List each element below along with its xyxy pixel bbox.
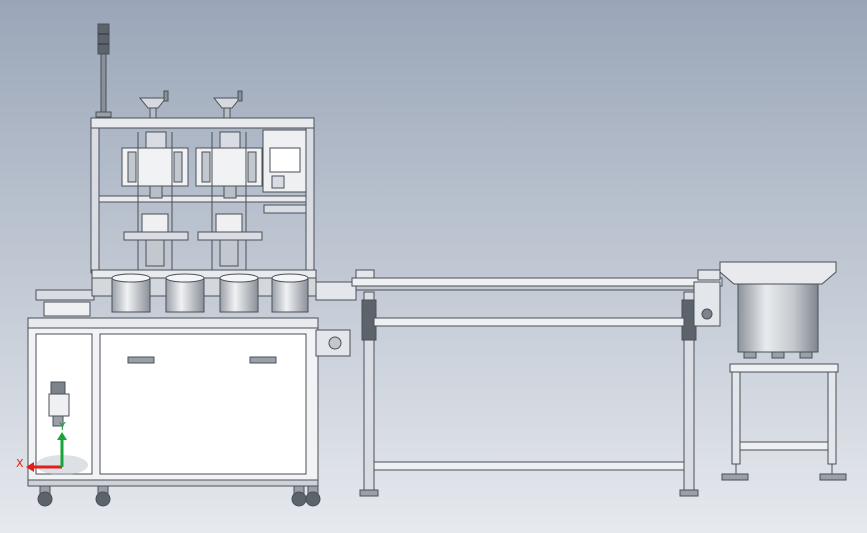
dosing-head-left: [121, 131, 189, 272]
filling-machine: [27, 23, 321, 507]
conveyor: [315, 269, 723, 497]
container-1: [111, 273, 151, 313]
dosing-head-right: [195, 131, 263, 272]
funnel-left: [138, 90, 169, 119]
coordinate-triad: X Y: [16, 420, 88, 475]
valve-block-right: [197, 213, 263, 267]
y-axis-label: Y: [58, 420, 66, 433]
caster-2: [95, 485, 111, 507]
upper-frame: [90, 117, 315, 274]
lower-cabinet: [27, 317, 319, 487]
signal-tower: [95, 23, 112, 118]
control-box: [262, 129, 307, 214]
air-regulator: [48, 381, 70, 427]
caster-1: [37, 485, 53, 507]
caster-3: [291, 485, 307, 507]
container-2: [165, 273, 205, 313]
container-4: [271, 273, 309, 313]
caster-4: [305, 485, 321, 507]
container-3: [219, 273, 259, 313]
valve-block-left: [123, 213, 189, 267]
bowl-feeder: [719, 261, 847, 481]
x-axis-label: X: [16, 457, 24, 470]
